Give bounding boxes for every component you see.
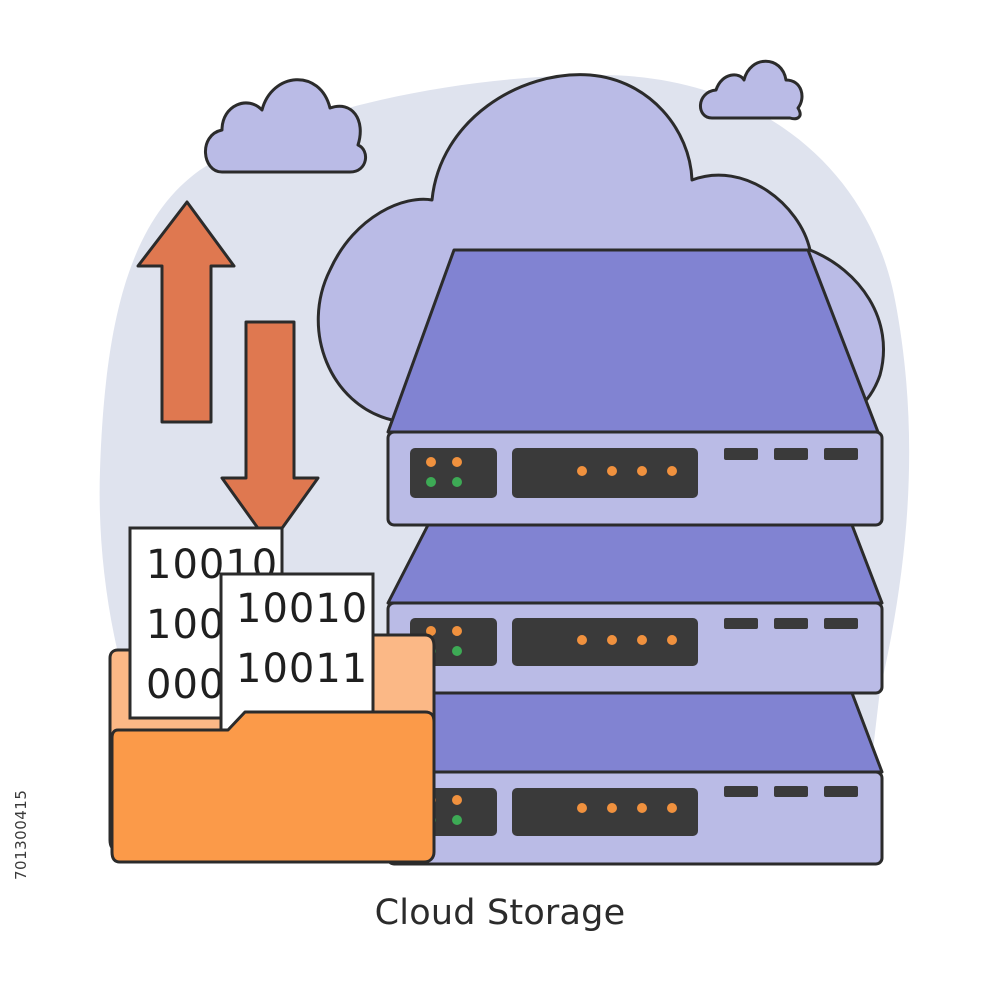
cloud-icon-small-left <box>204 78 367 174</box>
cloud-icon-small-right <box>699 59 804 121</box>
doc-front-line-2: 10011 <box>236 646 368 692</box>
upload-arrow-icon <box>136 200 236 424</box>
folder-icon <box>110 710 436 864</box>
stock-id-label: 701300415 <box>12 789 30 880</box>
download-arrow-icon <box>220 320 320 547</box>
server-icon-bottom <box>386 691 884 866</box>
doc-front-line-1: 10010 <box>236 586 368 632</box>
doc-back-line-3: 000 <box>146 662 225 708</box>
server-icon-top <box>386 248 884 527</box>
caption-title: Cloud Storage <box>374 893 626 933</box>
server-icon-middle <box>386 523 884 695</box>
doc-back-line-2: 100 <box>146 602 225 648</box>
